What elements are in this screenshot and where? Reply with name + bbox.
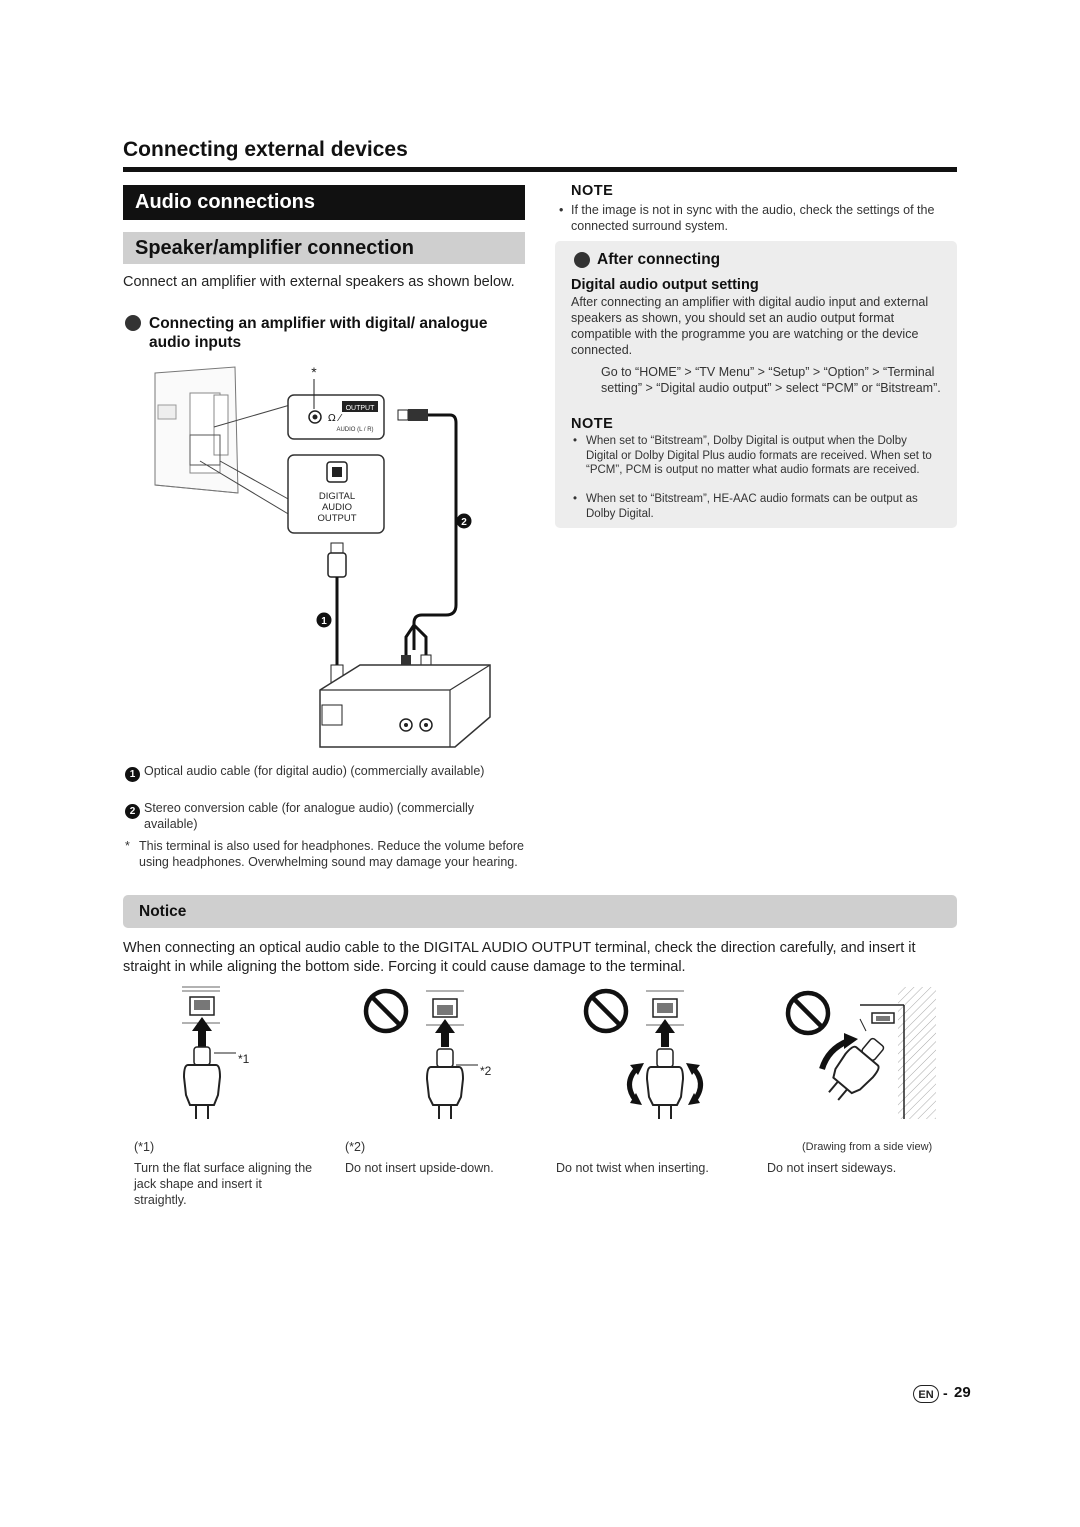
figure-correct-insert: *1	[182, 986, 250, 1119]
after-note-bullet: •	[573, 493, 578, 505]
after-note-item-2: When set to “Bitstream”, HE-AAC audio fo…	[586, 493, 918, 520]
asterisk-mark: *	[311, 365, 317, 380]
legend-text-2: Stereo conversion cable (for analogue au…	[144, 801, 475, 831]
language-badge: EN	[913, 1385, 939, 1403]
diagram-num-1: 1	[321, 616, 327, 627]
legend-text-1: Optical audio cable (for digital audio) …	[144, 764, 485, 778]
footnote-text: This terminal is also used for headphone…	[139, 839, 524, 869]
figure2-foot: (*2)	[345, 1140, 366, 1154]
after-connecting-panel	[555, 241, 957, 528]
audio-connections-title: Audio connections	[123, 185, 525, 220]
note1-bullet: •	[559, 203, 564, 217]
section-title: Connecting external devices	[123, 138, 408, 161]
after-note-title: NOTE	[571, 416, 614, 432]
output-label: OUTPUT	[317, 513, 356, 524]
footnote-mark: *	[125, 839, 130, 853]
figure2-caption: Do not insert upside-down.	[345, 1161, 494, 1175]
note1-text: If the image is not in sync with the aud…	[571, 203, 935, 233]
figure1-caption: Turn the flat surface aligning the jack …	[134, 1161, 313, 1207]
digital-label: DIGITAL	[319, 491, 355, 502]
after-note-item-1: When set to “Bitstream”, Dolby Digital i…	[586, 435, 932, 476]
after-note-bullet: •	[573, 435, 578, 447]
legend-num-1: 1	[125, 764, 140, 782]
speaker-amplifier-title: Speaker/amplifier connection	[123, 232, 525, 264]
subhead: Connecting an amplifier with digital/ an…	[149, 315, 488, 351]
after-title: After connecting	[597, 251, 721, 268]
intro-text: Connect an amplifier with external speak…	[123, 274, 515, 290]
page-number: 29	[954, 1384, 971, 1401]
figure4-caption: Do not insert sideways.	[767, 1161, 897, 1175]
notice-title: Notice	[123, 895, 957, 928]
audio-lr-label: AUDIO (L / R)	[336, 427, 373, 433]
after-text: After connecting an amplifier with digit…	[571, 295, 929, 357]
figure-sideways	[785, 987, 936, 1119]
figure2-mark: *2	[480, 1064, 492, 1078]
tv-rear-illustration	[154, 366, 239, 494]
figure3-caption: Do not twist when inserting.	[556, 1161, 709, 1175]
after-subtitle: Digital audio output setting	[571, 277, 759, 293]
header-rule	[123, 167, 957, 172]
figure-twist	[583, 988, 703, 1119]
after-bullet-icon	[574, 252, 590, 273]
figure-upside-down: *2	[363, 988, 492, 1119]
svg-text:Ω ⁄: Ω ⁄	[328, 413, 343, 424]
connection-diagram: OUTPUT Ω ⁄ AUDIO (L / R) * DIGITAL AUDIO…	[154, 365, 491, 748]
note1-title: NOTE	[571, 183, 614, 199]
subhead-bullet-icon	[125, 315, 141, 336]
figure4-foot: (Drawing from a side view)	[802, 1141, 933, 1153]
audio-label: AUDIO	[322, 502, 352, 513]
after-menu-path: Go to “HOME” > “TV Menu” > “Setup” > “Op…	[601, 365, 941, 395]
diagram-num-2: 2	[461, 517, 467, 528]
notice-text: When connecting an optical audio cable t…	[123, 940, 916, 975]
figure1-foot: (*1)	[134, 1140, 155, 1154]
output-tag: OUTPUT	[346, 405, 376, 412]
legend-num-2: 2	[125, 801, 140, 819]
page-separator: -	[943, 1385, 948, 1401]
figure1-mark: *1	[238, 1052, 250, 1066]
